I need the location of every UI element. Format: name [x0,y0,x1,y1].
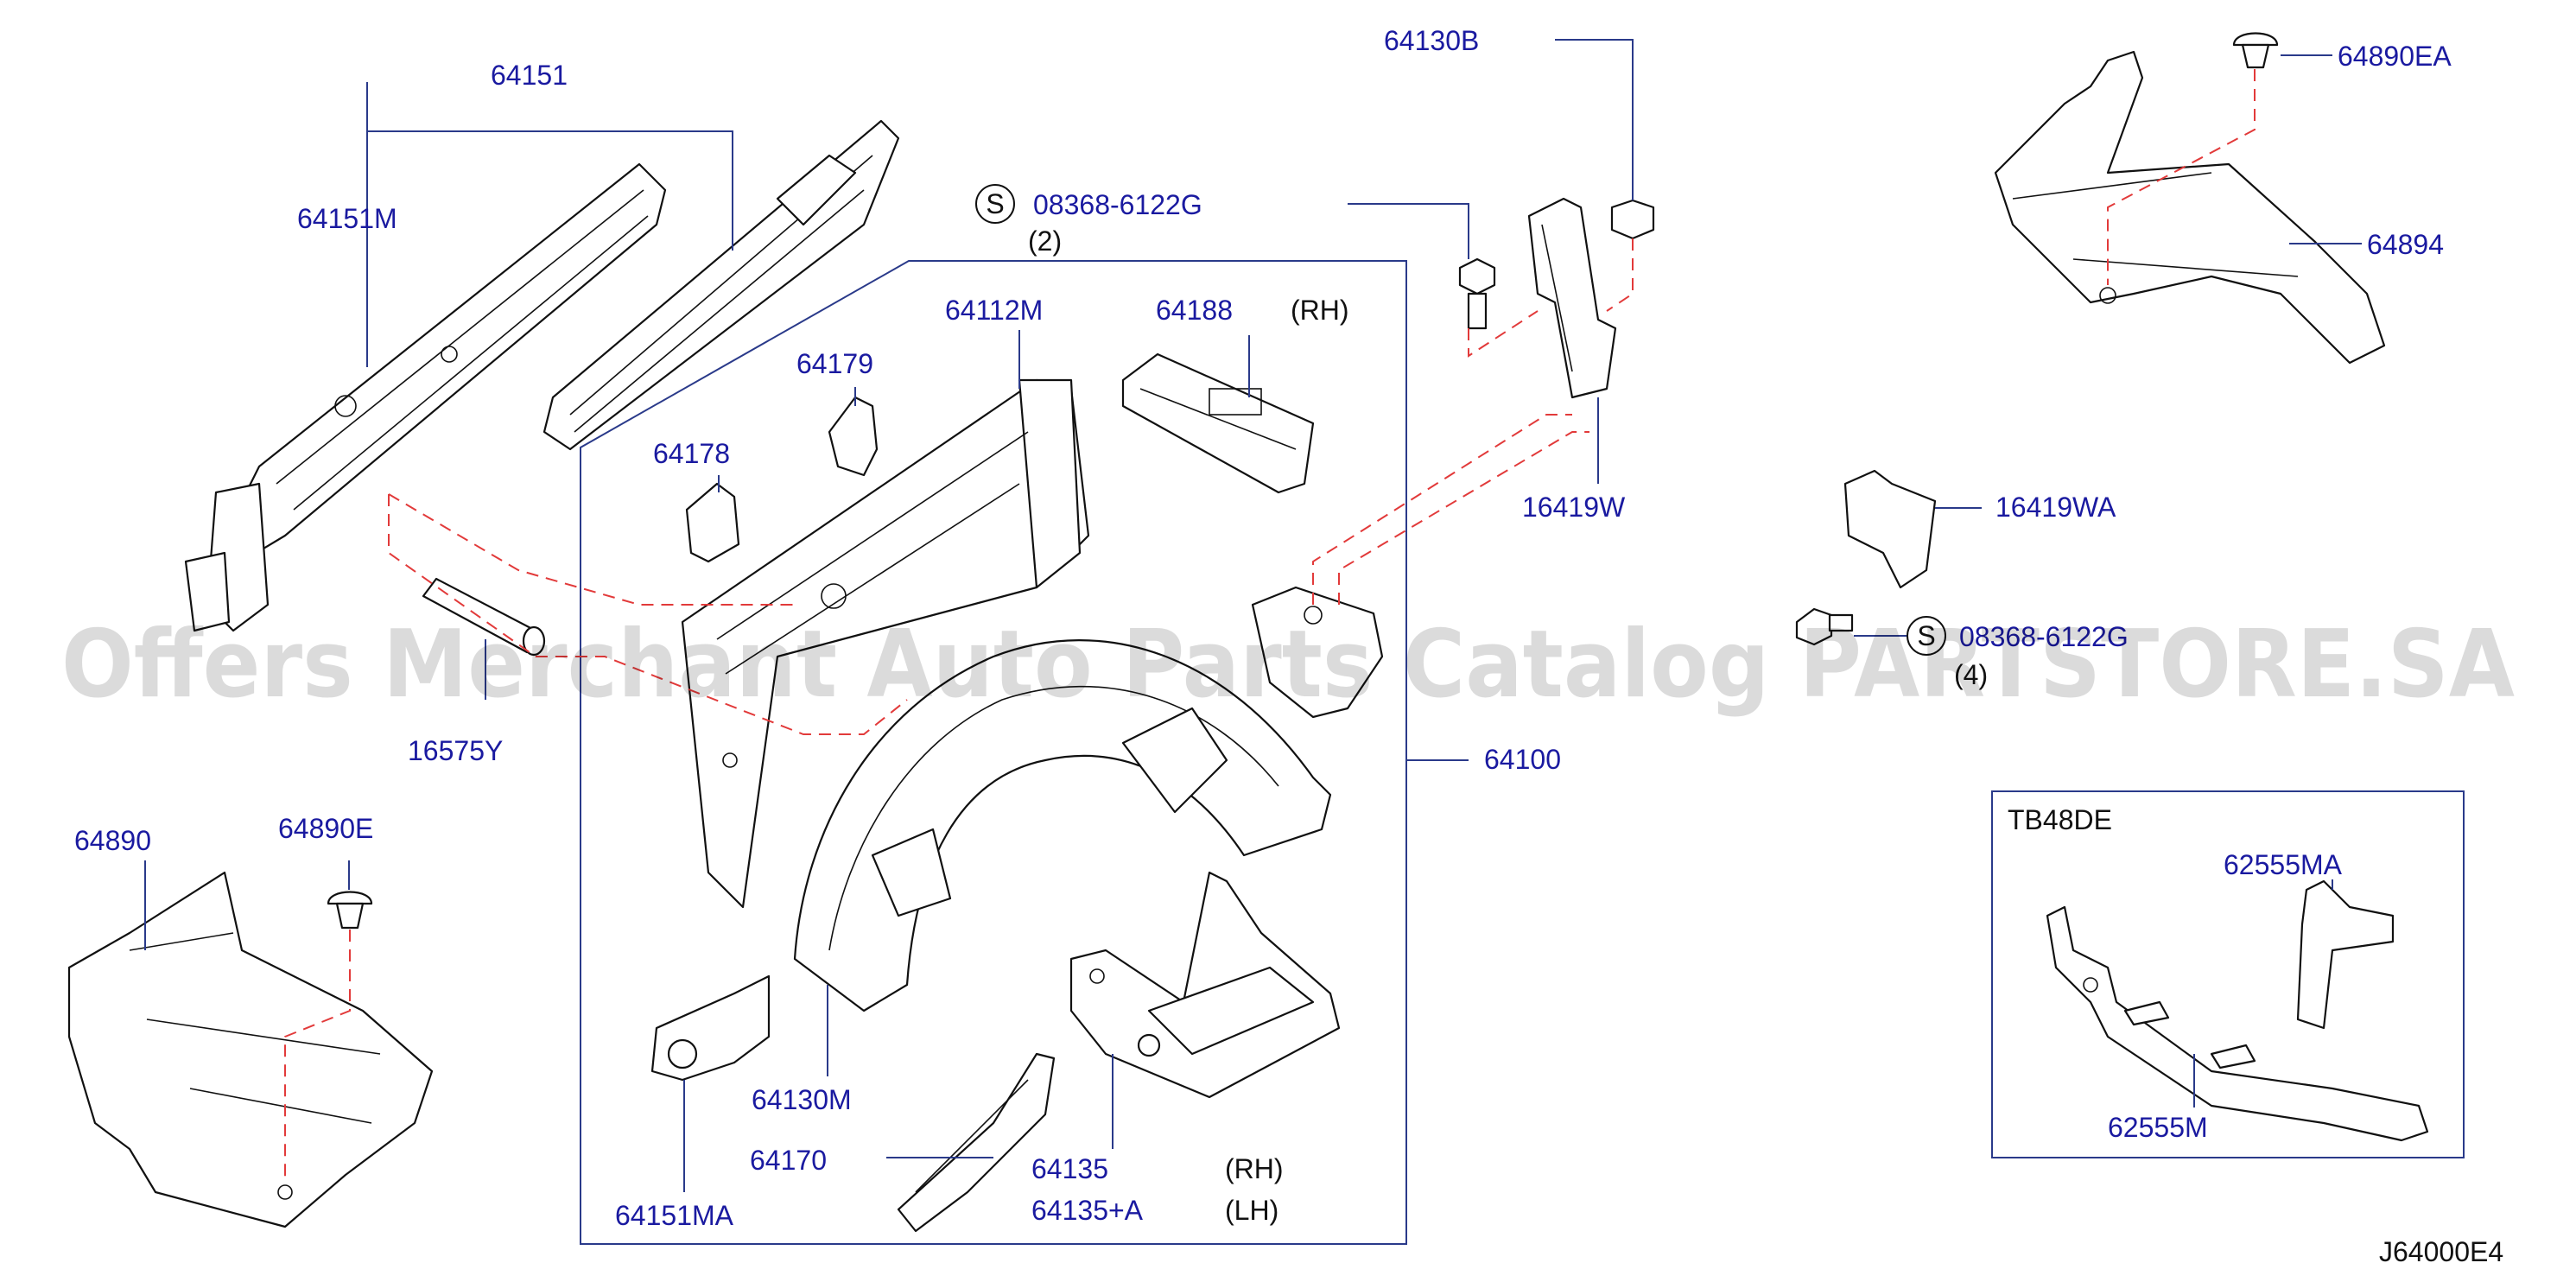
bolt-08368-6122g-b-drawing [1795,607,1854,646]
note-lh-64135a: (LH) [1225,1195,1278,1226]
bracket-62555ma-drawing [2296,879,2395,1030]
part-label-64112m[interactable]: 64112M [945,295,1043,326]
part-label-64151[interactable]: 64151 [491,60,568,91]
part-label-16419w[interactable]: 16419W [1522,492,1626,523]
leader-08368-6122g [1348,203,1469,259]
note-qty-4: (4) [1954,659,1988,690]
part-label-64100[interactable]: 64100 [1484,744,1561,775]
part-label-64130m[interactable]: 64130M [752,1084,852,1115]
bracket-16419w-drawing [1527,197,1617,399]
leader-64130b [1555,39,1634,200]
part-label-16419wa[interactable]: 16419WA [1995,492,2116,523]
bolt-08368-6122g-drawing [1458,257,1496,330]
reinforcement-64170-drawing [897,1052,1056,1233]
part-label-62555ma[interactable]: 62555MA [2224,849,2343,880]
leader-64151-bracket [367,130,733,251]
part-label-64894[interactable]: 64894 [2367,229,2444,260]
dash-hose-to-hoodledge [388,494,908,735]
clip-64890e-drawing [327,891,373,930]
diagram-code: J64000E4 [2379,1236,2503,1267]
cover-64894-drawing [1994,50,2386,365]
dash-bracket-a [1312,414,1572,605]
screw-symbol-1: S [975,184,1015,224]
bracket-16419wa-drawing [1843,469,1937,589]
bracket-64135-drawing [1069,871,1341,1099]
part-label-64135[interactable]: 64135 [1031,1153,1108,1184]
part-label-64130b[interactable]: 64130B [1384,25,1479,56]
cowl-top-panel-right-drawing [542,119,900,451]
dash-nut-to-bracket [1606,238,1634,312]
main-assembly-frame [580,260,1407,1245]
dash-clip-64890ea [2107,69,2256,285]
part-label-64151ma[interactable]: 64151MA [615,1200,734,1231]
part-label-64890e[interactable]: 64890E [278,813,373,844]
dash-clip-64890e [284,930,351,1184]
bracket-64188-drawing [1121,352,1315,494]
tb48de-frame [1991,790,2465,1158]
part-label-64135a[interactable]: 64135+A [1031,1195,1144,1226]
screw-symbol-letter-2: S [1917,620,1935,651]
note-rh-64188: (RH) [1291,295,1349,326]
part-label-64188[interactable]: 64188 [1156,295,1233,326]
bracket-64151ma-drawing [650,974,771,1082]
part-label-64890ea[interactable]: 64890EA [2338,41,2452,72]
nut-64130b-drawing [1610,199,1655,240]
cover-64890-drawing [67,871,434,1228]
dash-bracket-b [1338,431,1589,605]
part-label-08368-6122g[interactable]: 08368-6122G [1033,189,1202,220]
note-rh-64135: (RH) [1225,1153,1284,1184]
screw-symbol-letter: S [986,188,1004,219]
bracket-64100-drawing [1251,586,1384,719]
engine-box-label: TB48DE [2008,804,2112,835]
part-label-64151m[interactable]: 64151M [297,203,397,234]
watermark-text: Offers Merchant Auto Parts Catalog PARTS… [61,611,2515,719]
screw-symbol-2: S [1907,616,1946,656]
dash-bolt-to-bracket [1468,310,1539,358]
part-label-64179[interactable]: 64179 [796,348,873,379]
part-label-62555m[interactable]: 62555M [2108,1112,2208,1143]
part-label-64170[interactable]: 64170 [750,1145,827,1176]
stay-62555m-drawing [2046,905,2429,1142]
clip-64890ea-drawing [2232,32,2279,69]
part-label-64178[interactable]: 64178 [653,438,730,469]
bracket-64179-drawing [828,396,879,477]
part-label-08368-6122g-b[interactable]: 08368-6122G [1959,621,2129,652]
cowl-top-panel-left-drawing [184,162,667,632]
hose-16575y-drawing [422,577,546,657]
hoodledge-panel-drawing [681,378,1090,909]
part-label-64890[interactable]: 64890 [74,825,151,856]
bracket-64178-drawing [685,482,740,563]
note-qty-2: (2) [1028,225,1062,257]
wheel-house-drawing [793,639,1332,1012]
part-label-16575y[interactable]: 16575Y [408,735,503,766]
